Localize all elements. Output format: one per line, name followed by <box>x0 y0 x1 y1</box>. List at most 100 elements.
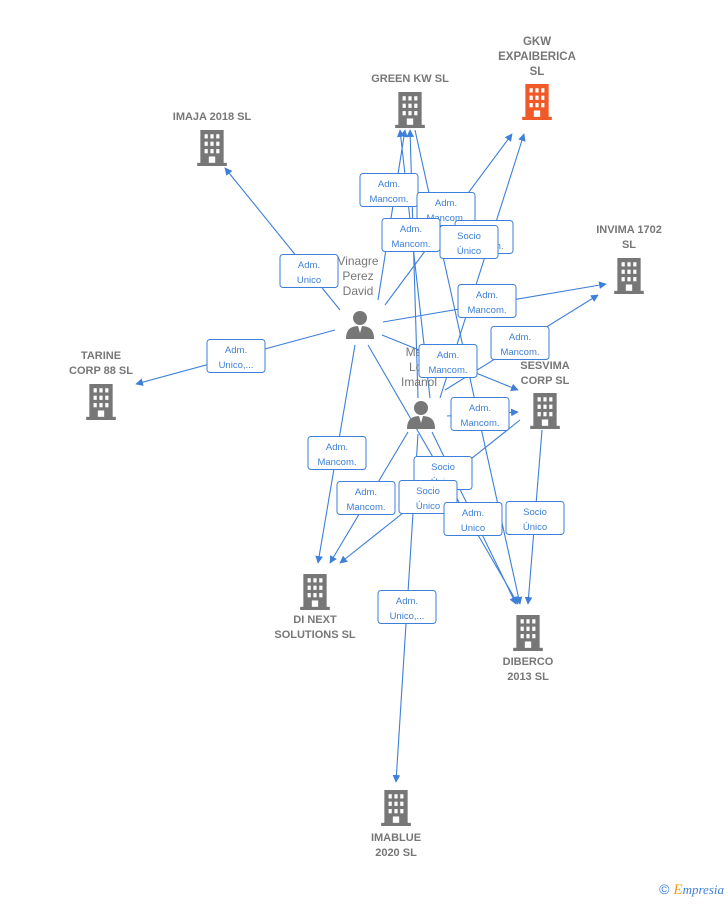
company-label: CORP 88 SL <box>69 365 133 377</box>
edge-label-text: Adm. <box>355 487 377 498</box>
company-label: SL <box>622 239 636 251</box>
edge-label-text: Adm. <box>476 290 498 301</box>
copyright-symbol: © <box>659 881 670 897</box>
edge-label-text: Mancom. <box>500 347 539 358</box>
edge-label-box <box>336 481 396 515</box>
edge-label-text: Unico,... <box>219 360 254 371</box>
company-node-tarine[interactable]: TARINE CORP 88 SL <box>69 350 133 420</box>
company-label: DIBERCO <box>503 656 554 668</box>
company-node-dinext[interactable]: DI NEXT SOLUTIONS SL <box>274 574 356 641</box>
company-label: GREEN KW SL <box>371 73 449 85</box>
building-icon <box>381 790 411 826</box>
edge-label-text: Adm. <box>378 179 400 190</box>
edge-label-box <box>359 173 419 207</box>
edge-label-text: Adm. <box>469 403 491 414</box>
edge-label-e12[interactable]: Adm. Mancom. <box>307 436 367 470</box>
person-label: Perez <box>342 269 373 283</box>
building-icon <box>300 574 330 610</box>
company-node-green[interactable]: GREEN KW SL <box>371 73 449 128</box>
brand-name: mpresia <box>682 882 724 897</box>
company-label: CORP SL <box>521 375 570 387</box>
edge-label-box <box>505 501 565 535</box>
edge-label-text: Mancom. <box>467 305 506 316</box>
edge-label-text: Adm. <box>298 260 320 271</box>
edge-label-box <box>457 284 517 318</box>
edge-label-text: Mancom. <box>391 239 430 250</box>
edge-label-text: Mancom. <box>426 213 465 224</box>
building-icon <box>614 258 644 294</box>
person-label: Imanol <box>401 375 437 389</box>
edge-label-text: Socio <box>416 486 440 497</box>
company-label: DI NEXT <box>293 614 337 626</box>
edge-label-e11[interactable]: Adm. Mancom. <box>450 397 510 431</box>
company-node-sesvima[interactable]: SESVIMA CORP SL <box>520 360 570 429</box>
edge-label-text: Mancom. <box>317 457 356 468</box>
building-icon <box>530 393 560 429</box>
edge-label-text: Adm. <box>326 442 348 453</box>
edge-label-e1[interactable]: Adm. Mancom. <box>359 173 419 207</box>
edge-label-text: Mancom. <box>428 365 467 376</box>
edge-label-e18[interactable]: Adm. Unico,... <box>377 590 437 624</box>
edge-vinagre-green <box>377 129 408 301</box>
edge-label-text: Mancom. <box>369 194 408 205</box>
edge-label-text: Unico,... <box>390 611 425 622</box>
edge-label-e8[interactable]: Adm. Mancom. <box>490 326 550 360</box>
edge-label-box <box>418 344 478 378</box>
company-label: TARINE <box>81 350 121 362</box>
edge-label-e6[interactable]: Adm.Unico <box>279 254 339 288</box>
edge-label-text: Único <box>523 522 547 533</box>
company-node-gkw[interactable]: GKW EXPAIBERICA SL <box>498 36 576 120</box>
edge-label-text: Unico <box>461 523 485 534</box>
edge-label-text: Socio <box>457 231 481 242</box>
person-icon <box>346 311 374 339</box>
company-label: SESVIMA <box>520 360 570 372</box>
edge-label-box <box>450 397 510 431</box>
company-label: GKW <box>523 36 551 48</box>
edge-label-e10[interactable]: Adm. Mancom. <box>418 344 478 378</box>
brand-footer: ©Empresia <box>659 881 724 899</box>
company-node-imaja[interactable]: IMAJA 2018 SL <box>173 111 252 166</box>
edge-label-text: Adm. <box>435 198 457 209</box>
person-label: Vinagre <box>337 254 378 268</box>
edge-label-text: Socio <box>431 462 455 473</box>
edge-vinagre-imaja <box>224 167 341 311</box>
company-label: INVIMA 1702 <box>596 224 662 236</box>
building-icon <box>513 615 543 651</box>
edge-label-text: Adm. <box>509 332 531 343</box>
edge-label-e9[interactable]: Adm. Unico,... <box>206 339 266 373</box>
edge-label-text: Adm. <box>437 350 459 361</box>
edge-label-text: Único <box>457 246 481 257</box>
edge-label-text: Único <box>416 501 440 512</box>
person-label: David <box>343 284 374 298</box>
company-label: EXPAIBERICA <box>498 51 576 63</box>
edge-label-box <box>279 254 339 288</box>
edge-label-text: Mancom. <box>346 502 385 513</box>
edge-label-e16[interactable]: Adm. Unico <box>443 502 503 536</box>
person-icon <box>407 401 435 429</box>
edge-label-e3[interactable]: Adm. Mancom. <box>381 218 441 252</box>
edge-label-box <box>490 326 550 360</box>
edge-label-text: Adm. <box>400 224 422 235</box>
edge-label-e14[interactable]: Adm. Mancom. <box>336 481 396 515</box>
company-label: SOLUTIONS SL <box>274 629 356 641</box>
company-node-diberco[interactable]: DIBERCO 2013 SL <box>503 615 554 683</box>
building-icon <box>197 130 227 166</box>
edge-label-e7[interactable]: Adm. Mancom. <box>457 284 517 318</box>
building-icon <box>395 92 425 128</box>
edge-label-box <box>377 590 437 624</box>
company-label: SL <box>530 66 545 78</box>
building-icon <box>86 384 116 420</box>
edge-label-text: Adm. <box>396 596 418 607</box>
brand-initial: E <box>673 882 683 898</box>
edge-label-text: Mancom. <box>460 418 499 429</box>
company-label: 2013 SL <box>507 671 549 683</box>
edge-label-text: Adm. <box>462 508 484 519</box>
edge-label-text: Adm. <box>225 345 247 356</box>
